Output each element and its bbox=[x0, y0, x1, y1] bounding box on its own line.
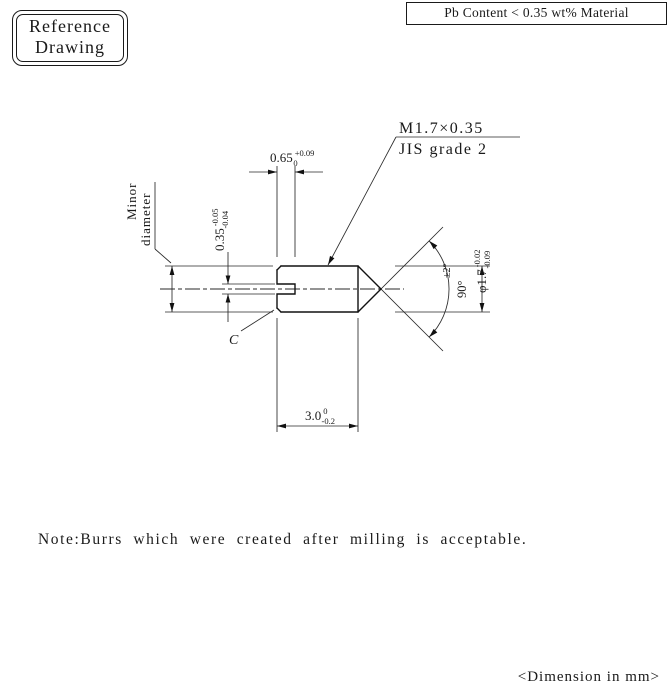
arrowhead bbox=[277, 423, 286, 429]
arrowhead bbox=[429, 240, 438, 250]
minor-diameter-label-line1: Minor bbox=[124, 183, 139, 221]
arrowhead bbox=[479, 303, 485, 312]
burr-note: Note:Burrs which were created after mill… bbox=[38, 531, 528, 548]
dim-slot-width-text: 0.35-0.05-0.04 bbox=[210, 209, 230, 251]
thread-grade-label: JIS grade 2 bbox=[399, 141, 487, 158]
arrowhead bbox=[268, 169, 277, 175]
arrowhead bbox=[479, 266, 485, 275]
chamfer-label: C bbox=[229, 333, 239, 348]
thread-label: M1.7×0.35 bbox=[399, 120, 484, 137]
dim-minor-diameter: Minor diameter bbox=[124, 182, 273, 313]
arrowhead bbox=[429, 328, 438, 338]
dim-point-angle: ±2° 90° bbox=[380, 226, 469, 352]
reference-label-line1: Reference bbox=[29, 16, 111, 36]
thread-callout: M1.7×0.35 JIS grade 2 bbox=[327, 120, 520, 266]
dimension-unit-label: <Dimension in mm> bbox=[517, 669, 660, 685]
arrowhead bbox=[349, 423, 358, 429]
arrowhead bbox=[225, 294, 231, 303]
reference-drawing-stamp-inner: Reference Drawing bbox=[16, 14, 124, 63]
arrowhead bbox=[169, 266, 175, 275]
chamfer-callout: C bbox=[229, 309, 275, 348]
dim-diameter-text: φ1.7-0.02-0.09 bbox=[472, 250, 492, 293]
arrowhead bbox=[225, 275, 231, 284]
dim-slot-width: 0.35-0.05-0.04 bbox=[210, 209, 275, 322]
screw-outline bbox=[276, 265, 382, 313]
dim-diameter: φ1.7-0.02-0.09 bbox=[395, 250, 492, 313]
minor-diameter-label-line2: diameter bbox=[138, 193, 153, 246]
arrowhead bbox=[295, 169, 304, 175]
arrowhead bbox=[328, 255, 335, 265]
reference-label-line2: Drawing bbox=[34, 37, 105, 58]
material-note-box: Pb Content < 0.35 wt% Material bbox=[406, 2, 667, 25]
dim-angle-tolerance-text: ±2° bbox=[442, 264, 453, 279]
arrowhead bbox=[169, 303, 175, 312]
dim-angle-text: 90° bbox=[455, 281, 469, 299]
reference-drawing-stamp: Reference Drawing bbox=[12, 10, 128, 67]
